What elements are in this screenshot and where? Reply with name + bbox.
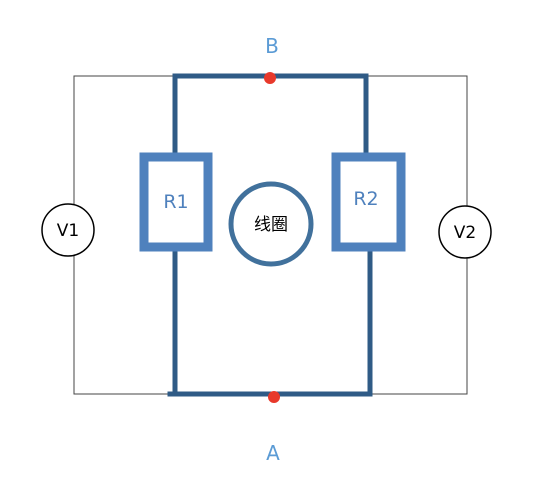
resistor-r2-label: R2 [353, 188, 378, 210]
node-a-dot [268, 391, 280, 403]
voltmeter-wires [73, 75, 468, 395]
resistor-r1: R1 [139, 152, 213, 252]
node-b-dot [264, 72, 276, 84]
resistor-r1-label: R1 [163, 191, 188, 213]
resistor-r2-body [331, 152, 406, 252]
voltmeter-v1: V1 [41, 203, 95, 257]
coil: 线圈 [228, 181, 314, 267]
voltmeter-v1-label: V1 [57, 221, 79, 241]
coil-label: 线圈 [254, 215, 288, 235]
left-voltmeter-wire [73, 75, 175, 206]
resistor-r1-body [139, 152, 213, 252]
coil-circle [228, 181, 314, 267]
node-b-label: B [265, 34, 279, 58]
voltmeter-v2-circle [438, 205, 492, 259]
left-voltmeter-wire-lower [73, 256, 170, 395]
right-voltmeter-wire-lower [370, 257, 468, 395]
right-voltmeter-wire [366, 75, 468, 207]
voltmeter-v2-label: V2 [454, 223, 476, 243]
voltmeter-v1-circle [41, 203, 95, 257]
node-a-label: A [266, 441, 280, 465]
resistor-r2: R2 [331, 152, 406, 252]
voltmeter-v2: V2 [438, 205, 492, 259]
